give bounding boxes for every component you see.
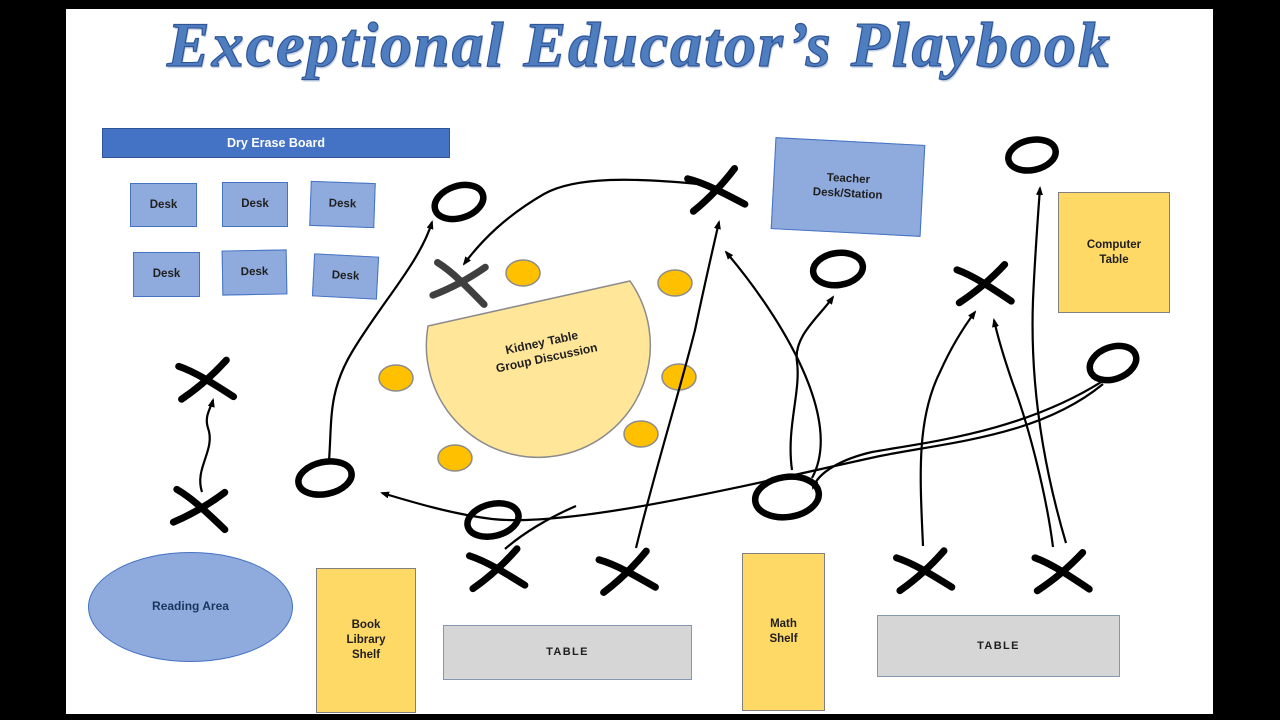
x-marker-9 (1031, 549, 1093, 595)
chair-2 (657, 269, 693, 297)
play-arrow-10 (1031, 186, 1068, 544)
chair-5 (437, 444, 473, 472)
table-center-label: TABLE (546, 646, 589, 659)
chair-3 (378, 364, 414, 392)
desk-2-label: Desk (241, 198, 269, 211)
book-library-shelf-label: Book Library Shelf (346, 619, 386, 661)
play-arrow-8 (634, 220, 721, 549)
computer-table-label: Computer Table (1086, 238, 1142, 266)
x-marker-4 (684, 164, 749, 215)
o-marker-6 (751, 473, 823, 521)
computer-table: Computer Table (1058, 192, 1170, 313)
kidney-table (425, 280, 652, 459)
play-arrow-12 (504, 504, 577, 550)
dry-erase-board-label: Dry Erase Board (227, 135, 325, 150)
o-marker-7 (1086, 342, 1140, 384)
x-marker-1 (175, 356, 238, 403)
table-right: TABLE (877, 615, 1120, 677)
o-marker-5 (464, 499, 522, 541)
play-arrow-4 (380, 383, 1104, 522)
o-marker-4 (295, 458, 355, 498)
o-marker-2 (1005, 136, 1059, 174)
x-marker-2 (169, 485, 229, 534)
x-marker-5 (953, 261, 1015, 307)
play-arrow-2 (327, 220, 434, 462)
desk-4: Desk (133, 252, 200, 297)
desk-4-label: Desk (152, 268, 181, 281)
x-marker-8 (892, 547, 956, 595)
x-marker-7 (595, 547, 659, 596)
play-arrow-6 (919, 310, 977, 547)
desk-1: Desk (130, 183, 197, 227)
desk-1-label: Desk (149, 198, 178, 211)
x-marker-6 (465, 545, 529, 593)
book-library-shelf: Book Library Shelf (316, 568, 416, 713)
page-title: Exceptional Educator’s Playbook (166, 8, 1112, 80)
o-marker-1 (431, 181, 487, 223)
play-arrow-5 (789, 295, 835, 471)
chair-1 (505, 259, 541, 287)
desk-2: Desk (222, 182, 288, 227)
reading-area: Reading Area (88, 552, 293, 662)
x-marker-3 (429, 259, 489, 308)
math-shelf-label: Math Shelf (769, 618, 798, 645)
o-marker-3 (809, 249, 867, 289)
table-right-label: TABLE (977, 639, 1020, 652)
play-arrow-7 (992, 318, 1055, 548)
math-shelf: Math Shelf (742, 553, 825, 711)
play-arrow-9 (811, 378, 1107, 490)
play-arrow-1 (199, 398, 215, 493)
dry-erase-board: Dry Erase Board (102, 128, 450, 158)
chair-6 (623, 420, 659, 448)
reading-area-label: Reading Area (152, 599, 229, 614)
table-center: TABLE (443, 625, 692, 680)
play-arrow-3 (462, 178, 699, 266)
play-arrow-11 (724, 250, 822, 479)
